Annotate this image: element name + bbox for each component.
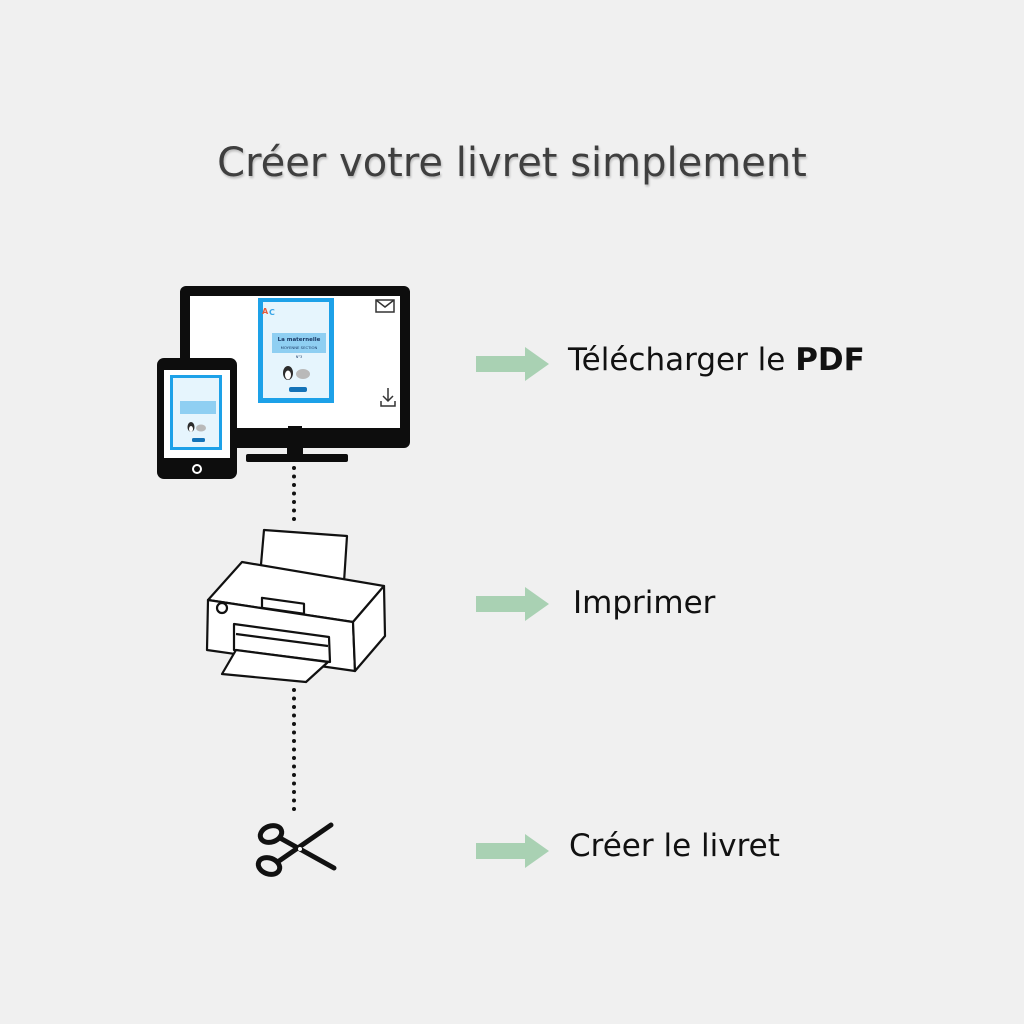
step-label-print: Imprimer — [573, 585, 716, 621]
printer-icon — [205, 528, 387, 684]
cover-number: N°3 — [296, 355, 303, 359]
download-icon — [380, 388, 396, 407]
mail-icon — [375, 299, 395, 313]
svg-text:A: A — [262, 307, 269, 316]
page-title: Créer votre livret simplement — [217, 140, 807, 186]
arrow-step-3 — [476, 834, 549, 868]
svg-text:C: C — [269, 308, 275, 317]
cover-subheading: MOYENNE SECTION — [281, 345, 318, 350]
step-label-download-text: Télécharger le — [568, 342, 796, 378]
cover-heading: La maternelle — [278, 337, 321, 343]
booklet-cover-large: A C La maternelle MOYENNE SECTION N°3 — [258, 298, 334, 403]
arrow-step-2 — [476, 587, 549, 621]
tablet-icon — [157, 358, 237, 479]
booklet-cover-small — [170, 375, 222, 450]
arrow-step-1 — [476, 347, 549, 381]
step-label-create: Créer le livret — [569, 828, 780, 864]
step-label-download-bold: PDF — [795, 342, 865, 378]
scissors-icon — [255, 822, 337, 877]
step-label-download: Télécharger le PDF — [568, 342, 865, 378]
